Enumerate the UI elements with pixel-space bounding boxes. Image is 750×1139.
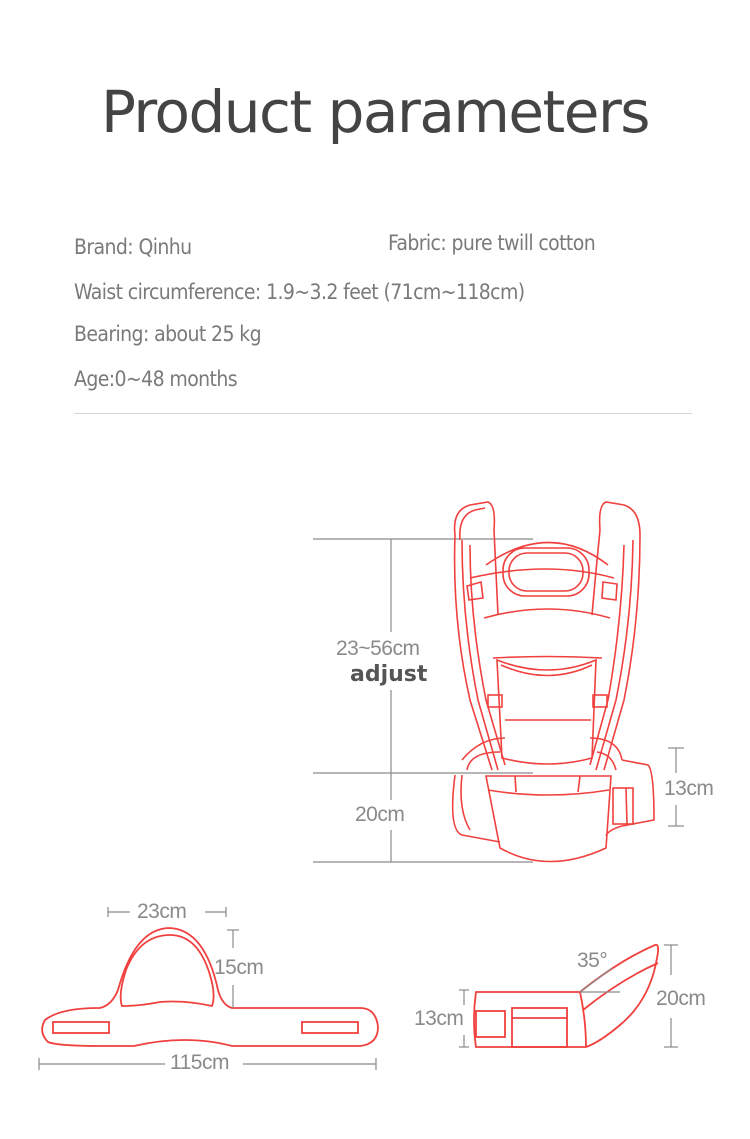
belt-length-label: 115cm	[170, 1051, 229, 1074]
param-bearing: Bearing: about 25 kg	[74, 322, 262, 346]
belt-top-height-label: 15cm	[214, 956, 264, 979]
param-fabric: Fabric: pure twill cotton	[388, 231, 596, 255]
belt-height-label: 13cm	[664, 777, 714, 800]
seat-side-height-label: 13cm	[414, 1007, 464, 1030]
belt-top-width-label: 23cm	[137, 900, 187, 923]
belt-dimension-lines	[38, 907, 377, 1070]
page-title: Product parameters	[100, 78, 651, 146]
seat-angle-label: 35°	[577, 949, 608, 972]
seat-dimension-lines	[459, 944, 678, 1048]
param-age: Age:0~48 months	[74, 367, 238, 391]
main-dimension-lines	[313, 538, 684, 863]
adjust-range-label: 23~56cm	[336, 637, 420, 660]
param-brand: Brand: Qinhu	[74, 235, 192, 259]
carrier-front-drawing	[451, 501, 655, 863]
param-waist: Waist circumference: 1.9~3.2 feet (71cm~…	[74, 280, 525, 304]
divider	[74, 413, 692, 414]
lower-height-label: 20cm	[355, 803, 405, 826]
hip-seat-drawing	[473, 943, 660, 1048]
adjust-label: adjust	[350, 662, 428, 687]
seat-height-label: 20cm	[656, 987, 706, 1010]
waist-belt-drawing	[41, 927, 379, 1047]
